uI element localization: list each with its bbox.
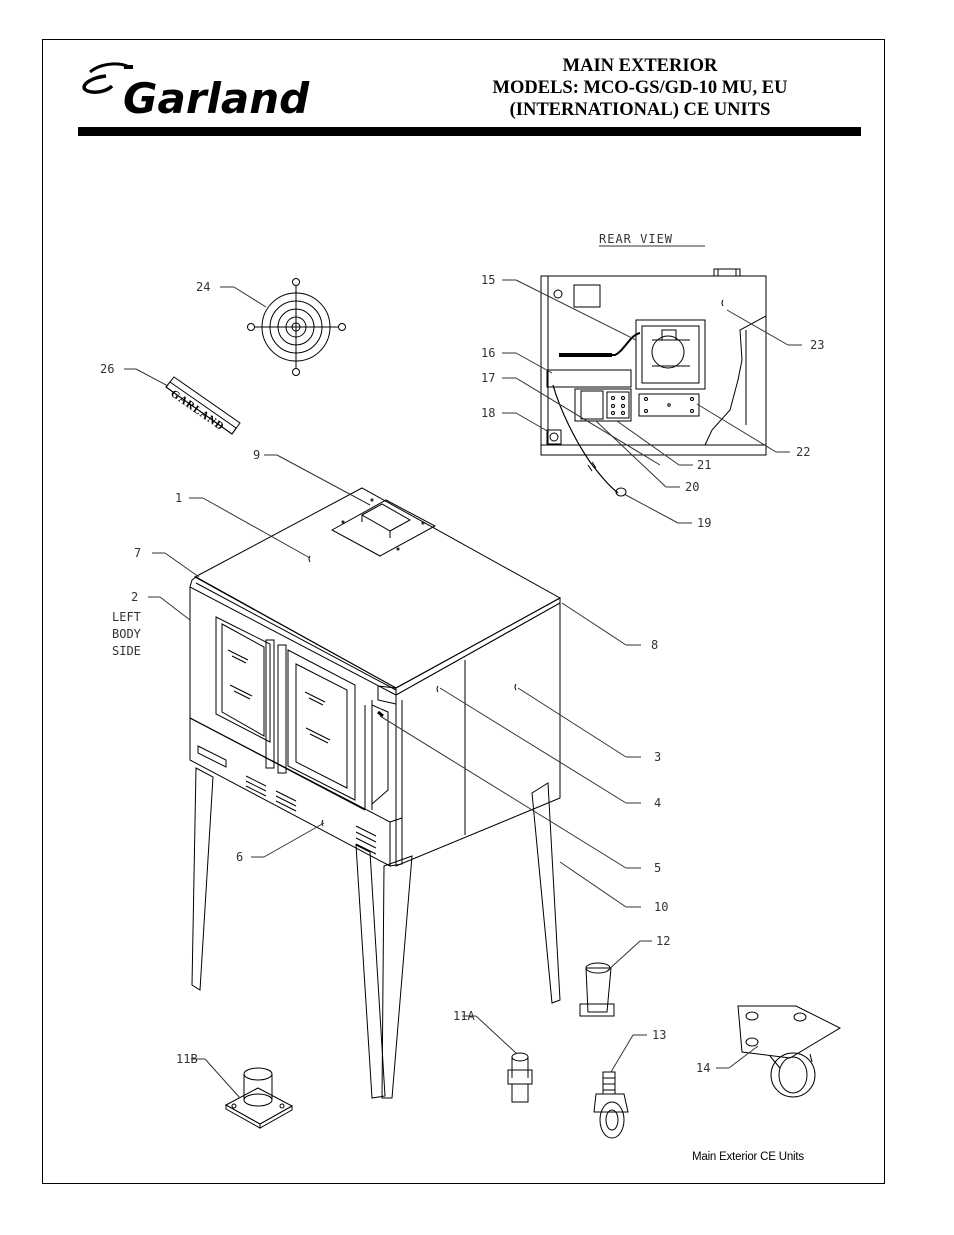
- callout-22: 22: [796, 445, 810, 459]
- callout-18: 18: [481, 406, 495, 420]
- foot-11a-part: [507, 1052, 533, 1103]
- callout-1: 1: [175, 491, 182, 505]
- callout-6: 6: [236, 850, 243, 864]
- leg-cap-12-part: [579, 962, 615, 1017]
- callout-13: 13: [652, 1028, 666, 1042]
- callout-2: 2: [131, 590, 138, 604]
- callout-5: 5: [654, 861, 661, 875]
- callout-16: 16: [481, 346, 495, 360]
- callout-20: 20: [685, 480, 699, 494]
- callout-24: 24: [196, 280, 210, 294]
- callout-23: 23: [810, 338, 824, 352]
- side-label-line-2: BODY: [112, 627, 142, 641]
- callout-9: 9: [253, 448, 260, 462]
- garland-logo: Garland: [82, 62, 310, 120]
- callout-11b: 11B: [176, 1052, 198, 1066]
- nameplate-text: GARLAND: [168, 388, 226, 434]
- page-border: [42, 39, 885, 1184]
- footer-caption: Main Exterior CE Units: [692, 1151, 804, 1163]
- caster-13-part: [593, 1071, 629, 1139]
- side-label-line-3: SIDE: [112, 644, 141, 658]
- title-line-2: MODELS: MCO-GS/GD-10 MU, EU: [492, 78, 788, 98]
- foot-11b-part: [224, 1067, 294, 1129]
- callout-12: 12: [656, 934, 670, 948]
- callout-14: 14: [696, 1061, 710, 1075]
- callout-labels: 1 2 3 4 5 6 7 8 9 10 11A 11B 12 13 14 15…: [100, 273, 824, 1075]
- rear-view-panel: [540, 268, 767, 497]
- fan-guard-part: [247, 278, 346, 376]
- page-title: MAIN EXTERIOR MODELS: MCO-GS/GD-10 MU, E…: [440, 55, 840, 121]
- header-rule: [78, 127, 861, 136]
- callout-26: 26: [100, 362, 114, 376]
- title-line-3: (INTERNATIONAL) CE UNITS: [509, 100, 771, 120]
- oven-body: [189, 487, 562, 1099]
- callout-15: 15: [481, 273, 495, 287]
- callout-8: 8: [651, 638, 658, 652]
- leader-lines: [124, 279, 802, 1099]
- left-body-side-label: LEFT BODY SIDE: [112, 610, 142, 658]
- callout-21: 21: [697, 458, 711, 472]
- callout-19: 19: [697, 516, 711, 530]
- callout-11a: 11A: [453, 1009, 475, 1023]
- callout-3: 3: [654, 750, 661, 764]
- side-label-line-1: LEFT: [112, 610, 141, 624]
- rear-view-label: REAR VIEW: [599, 232, 673, 246]
- callout-4: 4: [654, 796, 661, 810]
- plate-caster-14-part: [737, 1005, 842, 1098]
- callout-17: 17: [481, 371, 495, 385]
- callout-7: 7: [134, 546, 141, 560]
- nameplate-part: GARLAND: [165, 376, 241, 435]
- callout-10: 10: [654, 900, 668, 914]
- logo-wordmark: Garland: [123, 74, 310, 120]
- title-line-1: MAIN EXTERIOR: [562, 56, 718, 76]
